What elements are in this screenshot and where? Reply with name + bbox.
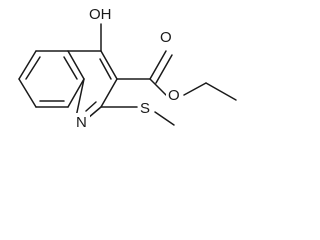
ring-nitrogen-label: N (76, 114, 87, 131)
thiomethyl-group (100, 106, 175, 126)
bond-ch2-ch3 (205, 82, 237, 101)
double-bond-c5-c6-inner (25, 56, 41, 80)
bond-c-ester-o (149, 78, 167, 96)
hydroxyl-label: OH (89, 6, 112, 23)
double-bond-c4-c3-inner (99, 58, 112, 80)
bond-s-ch3 (154, 111, 175, 126)
bond-c5-c6 (18, 50, 37, 80)
double-bond-c8a-c4a-inner (63, 56, 78, 80)
bond-ester-o-ch2 (183, 82, 207, 96)
bond-carbonyl-o (149, 50, 167, 80)
ester-oxygen-label: O (168, 87, 180, 104)
bond-n1-c8a (75, 78, 85, 118)
bond-carbonyl-o-double (155, 54, 173, 84)
carbonyl-oxygen-label: O (160, 29, 172, 46)
bond-c8-c8a (67, 78, 85, 108)
bond-c2-n1 (87, 106, 102, 119)
bond-c6-c7 (18, 78, 37, 108)
bond-c4-c3 (100, 50, 118, 80)
molecule-diagram: OH O O N S (18, 5, 237, 131)
double-bond-c2-n1-inner (85, 101, 97, 112)
benzene-ring (18, 50, 85, 108)
structure-canvas: OH O O N S (18, 5, 237, 131)
ester-group (116, 50, 237, 101)
sulfur-label: S (140, 100, 150, 117)
bond-c8a-c4a (67, 50, 85, 80)
bond-c3-c2 (100, 78, 118, 108)
pyridine-ring (67, 50, 118, 119)
